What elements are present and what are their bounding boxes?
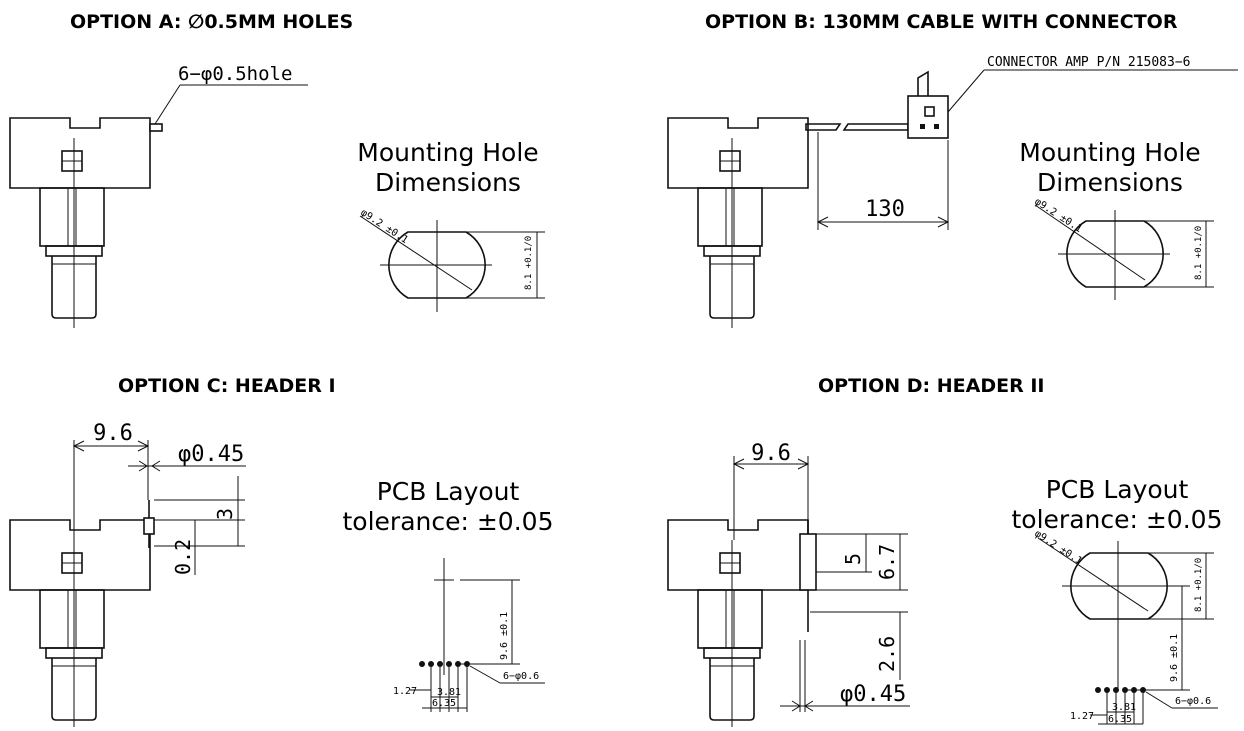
option-d-pcb-caption: PCB Layout tolerance: ±0.05 — [1012, 475, 1223, 534]
pcb-holes-d-label: 6−φ0.6 — [1175, 696, 1211, 707]
cable-length-label: 130 — [865, 197, 905, 222]
hole-a-label: 6−φ0.5hole — [178, 63, 292, 85]
option-c-pcb-caption: PCB Layout tolerance: ±0.05 — [343, 477, 554, 536]
d-26-label: 2.6 — [875, 636, 899, 672]
title-option-d: OPTION D: HEADER II — [818, 375, 1044, 397]
option-b-mounting-caption: Mounting Hole Dimensions — [1019, 138, 1200, 197]
option-a-mounting-caption: Mounting Hole Dimensions — [357, 138, 538, 197]
pcb-635-d-label: 6.35 — [1108, 714, 1132, 725]
pcb-96-c-label: 9.6 ±0.1 — [499, 612, 510, 660]
title-option-a: OPTION A: ∅0.5MM HOLES — [70, 11, 353, 33]
pcb-96-d-label: 9.6 ±0.1 — [1169, 634, 1180, 682]
dia-d-label: φ9.2 ±0.1 — [1032, 528, 1083, 567]
pcb-381-c-label: 3.81 — [437, 687, 461, 698]
d-67-label: 6.7 — [875, 544, 899, 580]
pin-dia-d-label: φ0.45 — [840, 682, 906, 707]
c-02-label: 0.2 — [171, 539, 195, 575]
title-option-b: OPTION B: 130MM CABLE WITH CONNECTOR — [705, 11, 1178, 33]
pcb-127-c-label: 1.27 — [393, 686, 417, 697]
c-3-label: 3 — [213, 508, 237, 520]
mount-b-line2: Dimensions — [1037, 168, 1183, 197]
option-b-mounting-hole: φ9.2 ±0.1 8.1 +0.1/0 — [1032, 196, 1214, 300]
dia-b-label: φ9.2 ±0.1 — [1032, 196, 1083, 235]
pcb-127-d-label: 1.27 — [1070, 711, 1094, 722]
mount-a-line1: Mounting Hole — [357, 138, 538, 167]
pcb-381-d-label: 3.81 — [1112, 702, 1136, 713]
mount-b-line1: Mounting Hole — [1019, 138, 1200, 167]
option-d-pot-drawing: 9.6 5 6.7 2.6 φ0.45 — [667, 441, 910, 731]
pcb-635-c-label: 6.35 — [432, 698, 456, 709]
h81-b-label: 8.1 +0.1/0 — [1194, 226, 1204, 280]
pin-x-c-label: 9.6 — [93, 421, 133, 446]
option-a-pot-drawing: 6−φ0.5hole — [9, 63, 308, 329]
pcb-d-line1: PCB Layout — [1046, 475, 1189, 504]
title-option-c: OPTION C: HEADER I — [118, 375, 336, 397]
pcb-d-line2: tolerance: ±0.05 — [1012, 505, 1223, 534]
mount-a-line2: Dimensions — [375, 168, 521, 197]
h81-a-label: 8.1 +0.1/0 — [524, 236, 534, 290]
h81-d-label: 8.1 +0.1/0 — [1194, 558, 1204, 612]
pcb-c-line1: PCB Layout — [377, 477, 520, 506]
option-c-pot-drawing: 9.6 φ0.45 3 0.2 — [9, 421, 246, 731]
option-b-pot-drawing: CONNECTOR AMP P/N 215083−6 130 — [667, 55, 1238, 329]
option-a-mounting-hole: φ9.2 ±0.1 8.1 +0.1/0 — [358, 207, 545, 312]
dia-a-label: φ9.2 ±0.1 — [358, 207, 409, 246]
pcb-holes-c-label: 6−φ0.6 — [503, 671, 539, 682]
option-d-pcb-layout: φ9.2 ±0.1 8.1 +0.1/0 9.6 ±0.1 1.27 3.81 … — [1032, 528, 1218, 725]
pcb-c-line2: tolerance: ±0.05 — [343, 507, 554, 536]
pin-dia-c-label: φ0.45 — [178, 442, 244, 467]
d-5-label: 5 — [841, 553, 865, 565]
connector-label: CONNECTOR AMP P/N 215083−6 — [987, 55, 1191, 70]
option-c-pcb-layout: 9.6 ±0.1 1.27 3.81 6.35 6−φ0.6 — [393, 558, 545, 712]
pin-x-d-label: 9.6 — [751, 441, 791, 466]
